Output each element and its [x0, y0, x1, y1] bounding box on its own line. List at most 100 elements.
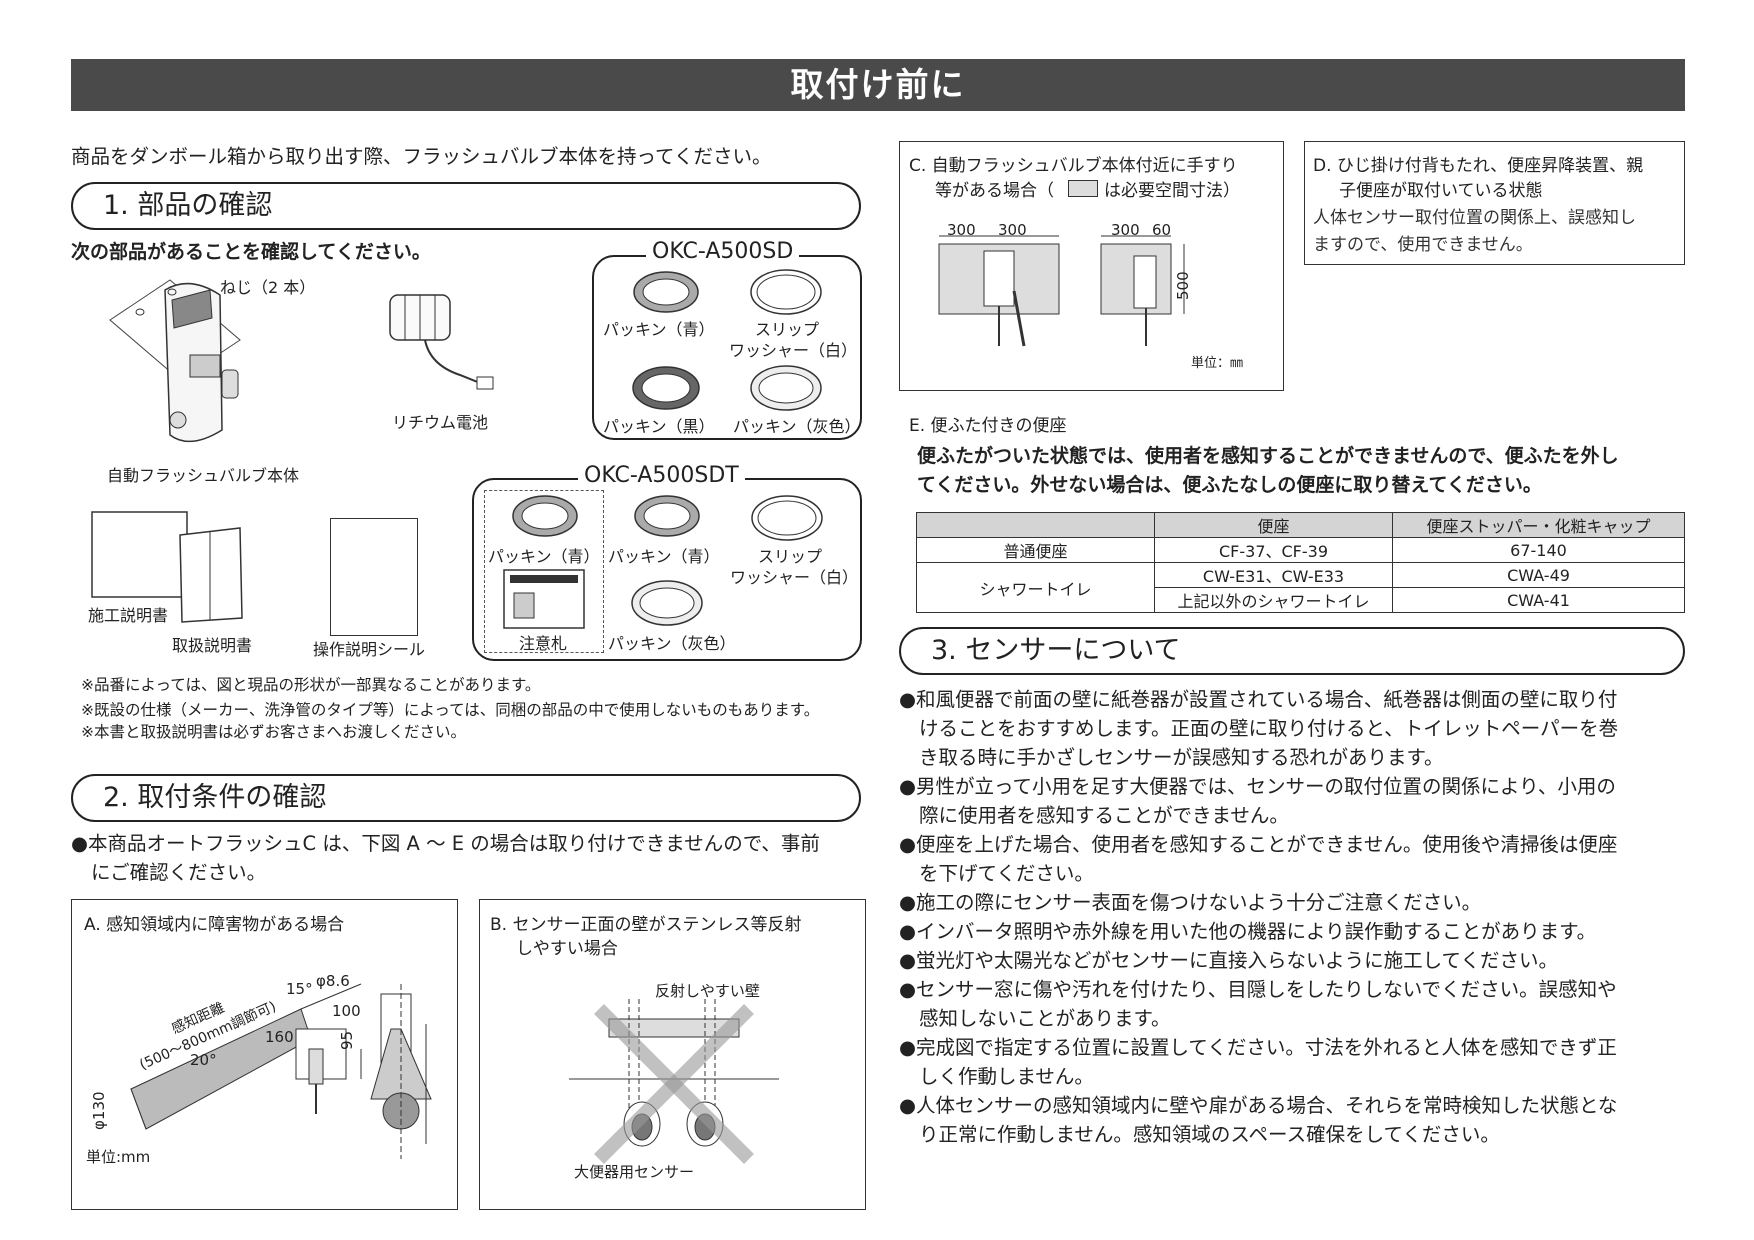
condition-d-title-2: 子便座が取付いている状態 — [1339, 181, 1543, 201]
c-dim-1: 300 — [947, 221, 976, 239]
note-3: ※本書と取扱説明書は必ずお客さまへお渡しください。 — [81, 723, 466, 741]
a-dim-160: 160 — [265, 1028, 294, 1046]
manuals-icon — [91, 511, 243, 623]
condition-b-title-2: しやすい場合 — [516, 939, 618, 959]
condition-e-body-2: てください。外せない場合は、便ふたなしの便座に取り替えてください。 — [917, 474, 1542, 496]
table-cell: CW-E31、CW-E33 — [1154, 562, 1393, 588]
bullet-3: ●便座を上げた場合、使用者を感知することができません。使用後や清掃後は便座 を下… — [899, 833, 1618, 885]
bullet-2: ●男性が立って小用を足す大便器では、センサーの取付位置の関係により、小用の 際に… — [899, 775, 1616, 827]
sdt-dashed-group — [484, 490, 604, 653]
flush-valve-illustration — [109, 279, 241, 443]
table-header-empty — [916, 512, 1155, 538]
install-manual-label: 施工説明書 — [88, 606, 169, 625]
sdt-tag: 注意札 — [519, 634, 568, 653]
condition-a-diagram — [130, 983, 432, 1159]
a-unit: 単位:mm — [86, 1148, 151, 1166]
sdt-part3b: ワッシャー（白） — [730, 568, 859, 587]
condition-c-title-1: C. 自動フラッシュバルブ本体付近に手すり — [909, 156, 1238, 176]
bullet-6: ●蛍光灯や太陽光などがセンサーに直接入らないように施工してください。 — [899, 949, 1558, 972]
sd-part1: パッキン（青） — [603, 320, 715, 339]
condition-c-title-2a: 等がある場合（ — [935, 181, 1054, 201]
intro-text: 商品をダンボール箱から取り出す際、フラッシュバルブ本体を持ってください。 — [71, 145, 772, 168]
section2-title: 2. 取付条件の確認 — [71, 774, 861, 822]
condition-d-body-1: 人体センサー取付位置の関係上、誤感知し — [1313, 208, 1636, 228]
bullet-5: ●インバータ照明や赤外線を用いた他の機器により誤作動することがあります。 — [899, 920, 1597, 943]
c-unit: 単位：㎜ — [1191, 356, 1244, 371]
section2-lead-2: にご確認ください。 — [91, 861, 267, 884]
note-2: ※既設の仕様（メーカー、洗浄管のタイプ等）によっては、同梱の部品の中で使用しない… — [81, 701, 820, 719]
condition-c-diagram — [938, 235, 1185, 347]
table-cell: CWA-49 — [1392, 562, 1685, 588]
sdt-part4: パッキン（灰色） — [608, 634, 736, 653]
section3-bullets: ●和風便器で前面の壁に紙巻器が設置されている場合、紙巻器は側面の壁に取り付 ける… — [899, 685, 1689, 1149]
b-sensor-label: 大便器用センサー — [574, 1163, 695, 1181]
sd-part3: パッキン（黒） — [603, 417, 715, 436]
condition-b-title-1: B. センサー正面の壁がステンレス等反射 — [490, 915, 802, 935]
condition-c-box — [899, 141, 1284, 391]
condition-e-title: E. 便ふた付きの便座 — [909, 416, 1067, 436]
condition-d-title-1: D. ひじ掛け付背もたれ、便座昇降装置、親 — [1313, 156, 1644, 176]
bullet-8: ●完成図で指定する位置に設置してください。寸法を外れると人体を感知できず正 しく… — [899, 1036, 1617, 1088]
c-dim-5: 500 — [1174, 271, 1192, 300]
bullet-4: ●施工の際にセンサー表面を傷つけないよう十分ご注意ください。 — [899, 891, 1482, 914]
sdt-part3a: スリップ — [758, 547, 823, 566]
table-cell: 普通便座 — [916, 537, 1155, 563]
sticker-label: 操作説明シール — [313, 640, 426, 659]
battery-label: リチウム電池 — [392, 413, 489, 432]
c-dim-2: 300 — [998, 221, 1027, 239]
c-dim-3: 300 — [1111, 221, 1140, 239]
condition-a-box — [71, 899, 458, 1210]
page-title: 取付け前に — [71, 59, 1685, 111]
table-row: シャワートイレ CW-E31、CW-E33 CWA-49 — [916, 562, 1685, 613]
note-1: ※品番によっては、図と現品の形状が一部異なることがあります。 — [81, 676, 541, 694]
a-dim-95: 95 — [338, 1030, 356, 1050]
bullet-1: ●和風便器で前面の壁に紙巻器が設置されている場合、紙巻器は側面の壁に取り付 ける… — [899, 688, 1619, 769]
table-row: 普通便座 CF-37、CF-39 67-140 — [916, 537, 1685, 563]
sdt-part1: パッキン（青） — [488, 547, 600, 566]
a-phi86: φ8.6 — [316, 972, 350, 990]
condition-d-box — [1304, 141, 1685, 265]
condition-e-body-1: 便ふたがついた状態では、使用者を感知することができませんので、便ふたを外し — [917, 445, 1619, 467]
condition-d-body-2: ますので、使用できません。 — [1313, 235, 1533, 255]
table-header-row: 便座 便座ストッパー・化粧キャップ — [916, 512, 1685, 538]
screws-label: ねじ（2 本） — [220, 278, 316, 297]
table-cell: CWA-41 — [1392, 587, 1685, 613]
sdt-part2: パッキン（青） — [608, 547, 720, 566]
table-cell: 上記以外のシャワートイレ — [1154, 587, 1393, 613]
condition-b-diagram — [569, 999, 779, 1164]
table-header-seat: 便座 — [1154, 512, 1393, 538]
required-space-swatch — [1068, 180, 1098, 197]
table-cell: シャワートイレ — [916, 562, 1155, 613]
user-manual-label: 取扱説明書 — [172, 636, 253, 655]
condition-a-title: A. 感知領域内に障害物がある場合 — [84, 915, 345, 935]
okc-a500sdt-parts — [503, 495, 823, 629]
bullet-9: ●人体センサーの感知領域内に壁や扉がある場合、それらを常時検知した状態とな り正… — [899, 1094, 1618, 1146]
valve-body-label: 自動フラッシュバルブ本体 — [107, 466, 300, 485]
section3-title: 3. センサーについて — [899, 627, 1685, 675]
a-phi130: φ130 — [90, 1091, 108, 1130]
okc-a500sd-parts — [632, 269, 822, 411]
a-dim-100: 100 — [332, 1002, 361, 1020]
a-angle-20: 20° — [190, 1051, 217, 1069]
sd-part4: パッキン（灰色） — [733, 417, 861, 436]
sd-part2b: ワッシャー（白） — [729, 341, 858, 360]
a-angle-15: 15° — [286, 980, 313, 998]
section1-title: 1. 部品の確認 — [71, 182, 861, 230]
battery-icon — [389, 294, 494, 390]
section2-lead-1: ●本商品オートフラッシュC は、下図 A ～ E の場合は取り付けできませんので… — [71, 832, 820, 855]
b-wall-label: 反射しやすい壁 — [655, 982, 760, 1000]
table-header-stopper: 便座ストッパー・化粧キャップ — [1392, 512, 1685, 538]
condition-c-title-2b: は必要空間寸法） — [1104, 181, 1240, 201]
section1-lead: 次の部品があることを確認してください。 — [71, 241, 431, 263]
condition-b-box — [479, 899, 866, 1210]
table-cell: CF-37、CF-39 — [1154, 537, 1393, 563]
bullet-7: ●センサー窓に傷や汚れを付けたり、目隠しをしたりしないでください。誤感知や 感知… — [899, 978, 1617, 1030]
sd-part2a: スリップ — [755, 320, 820, 339]
table-cell: 67-140 — [1392, 537, 1685, 563]
table-row: 上記以外のシャワートイレ CWA-41 — [917, 587, 1685, 613]
sticker-icon — [330, 518, 418, 636]
c-dim-4: 60 — [1152, 221, 1172, 239]
seat-compatibility-table: 便座 便座ストッパー・化粧キャップ 普通便座 CF-37、CF-39 67-14… — [916, 512, 1685, 613]
okc-a500sd-title: OKC-A500SD — [646, 241, 800, 263]
okc-a500sdt-title: OKC-A500SDT — [578, 465, 745, 487]
